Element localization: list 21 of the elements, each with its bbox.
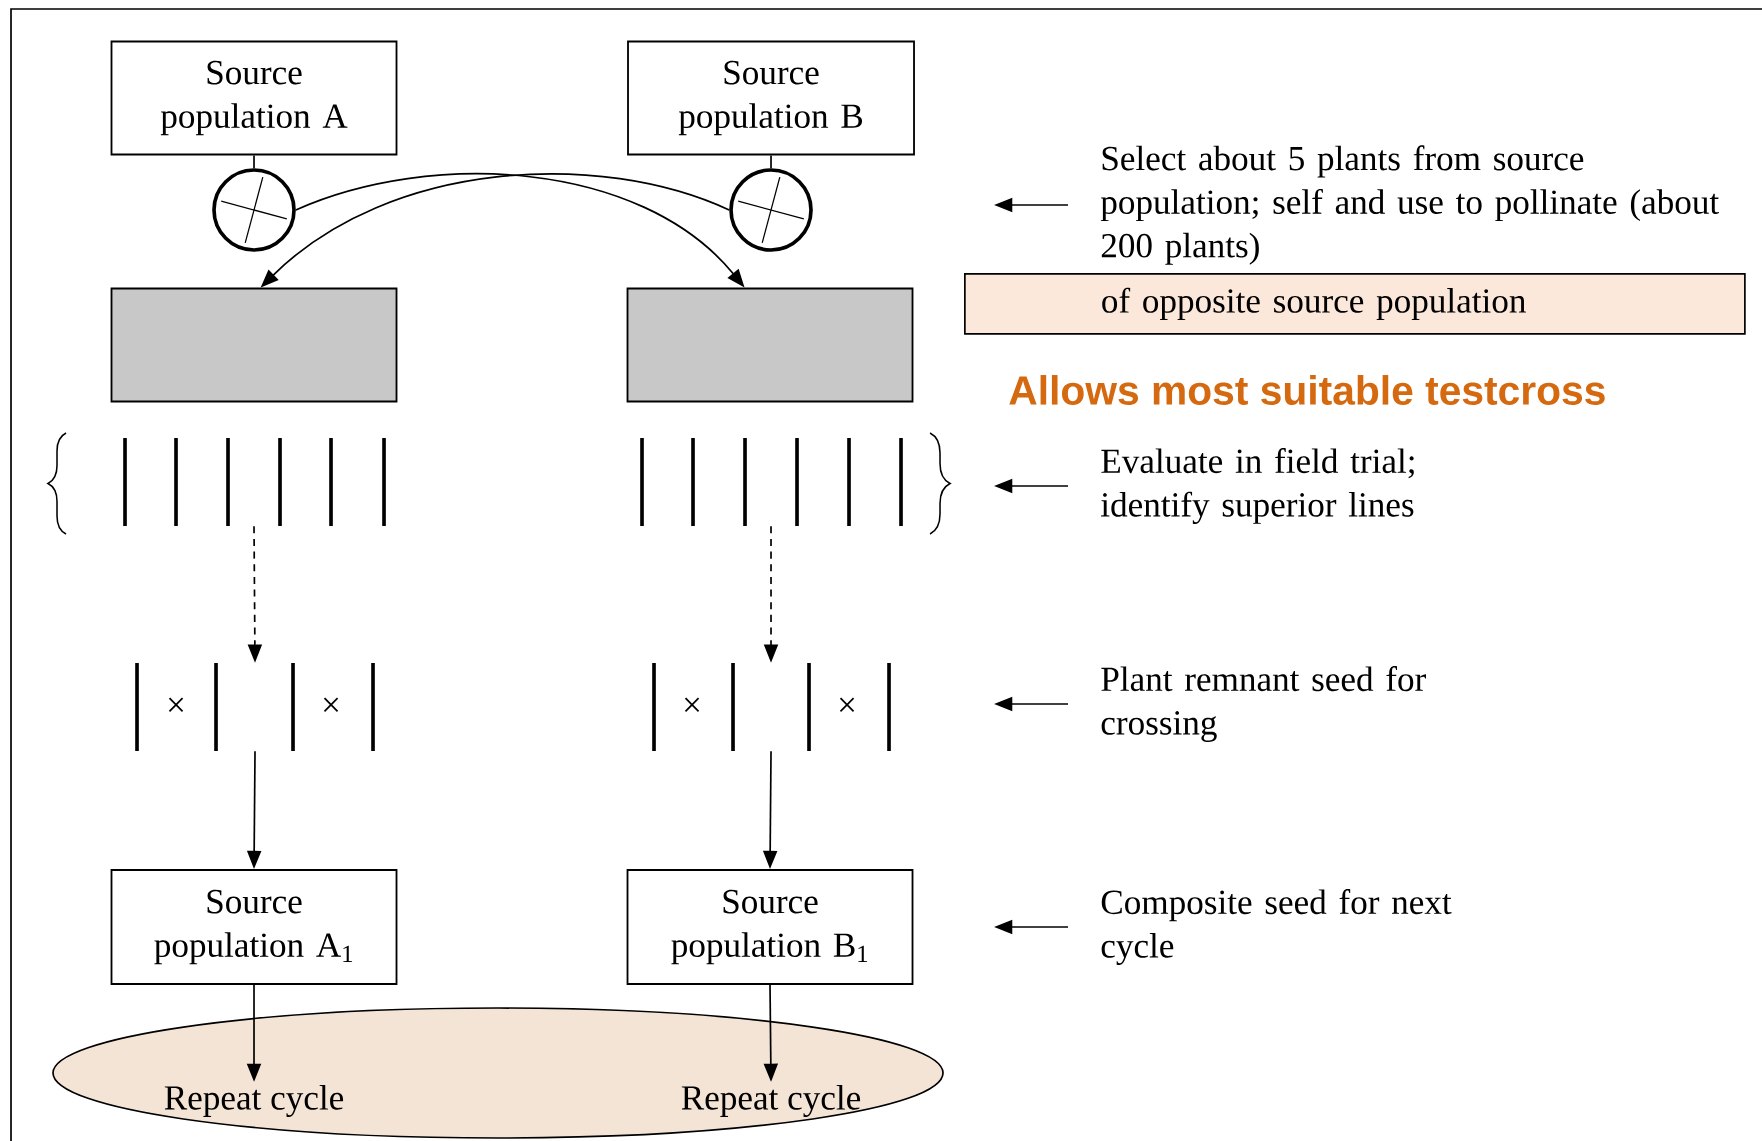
annotation-text: Composite seed for next cycle [1101, 889, 1452, 965]
step-text: Repeat cycle [164, 1085, 344, 1117]
selfing-symbol [729, 168, 813, 252]
callout-text: Allows most suitable testcross [1009, 375, 1605, 405]
crossing-pairs-drawing: × × [135, 663, 375, 751]
shaded-box [626, 287, 914, 403]
annotation-text: Evaluate in field trial; identify superior lines [1101, 448, 1414, 524]
population-box: Source population B$_{1}$ [626, 869, 914, 985]
population-box: Source population B [627, 40, 915, 156]
population-box: Source population A$_{1}$ [110, 869, 398, 985]
crossing-pairs-drawing: × × [652, 663, 891, 751]
annotation-text: Plant remnant seed for crossing [1101, 666, 1426, 742]
step-text: Repeat cycle [681, 1085, 861, 1117]
population-box: Source population A [110, 40, 398, 156]
shaded-box [110, 287, 398, 403]
selfing-symbol [212, 168, 296, 252]
annotation-text: Select about 5 plants from source population; self and use to pollinate (about 200 plants) [1100, 145, 1719, 265]
plant-rows-drawing [123, 438, 386, 526]
plant-rows-drawing [640, 438, 903, 526]
highlight-box: of opposite source population [964, 273, 1746, 335]
ellipse-band [52, 1007, 944, 1139]
